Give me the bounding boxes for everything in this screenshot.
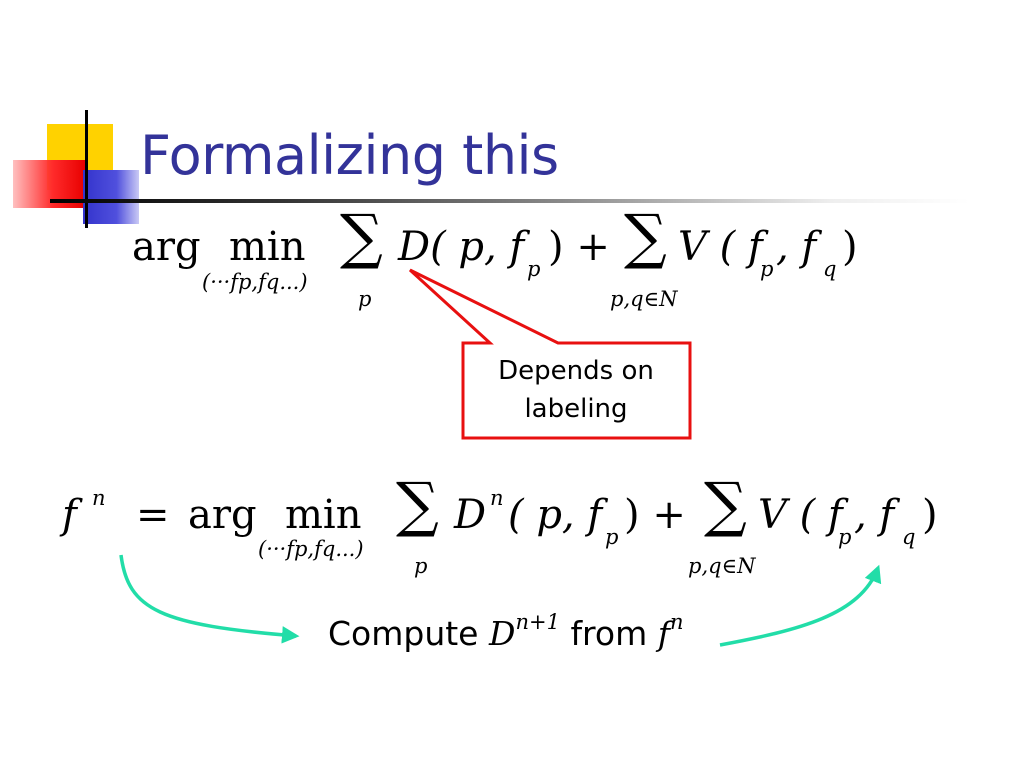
data-term-args: ( p, f [508, 492, 603, 538]
smooth-term-2-subscript-q: q [902, 525, 916, 549]
smooth-term-2-subscript-p: p [838, 525, 852, 549]
arg-text-2: arg [188, 492, 257, 538]
sum-symbol-data-2: ∑ [396, 470, 439, 540]
sum-symbol-data: ∑ [340, 202, 383, 272]
smooth-term-2: V ( f [758, 492, 843, 538]
smooth-close-2: ) [922, 492, 938, 538]
smooth-term: V ( f [678, 224, 763, 270]
min-text-2: min [285, 492, 362, 538]
left-curved-arrow [119, 554, 300, 644]
compute-word: Compute [328, 614, 479, 653]
sum-subscript-data-2: p [414, 554, 428, 578]
sum-subscript-smooth: p,q∈N [610, 287, 678, 311]
arg-text: arg [132, 224, 201, 270]
sum-subscript-smooth-2: p,q∈N [688, 554, 756, 578]
compute-f-superscript: n [669, 610, 684, 634]
data-term-args-subscript: p [605, 525, 619, 549]
equals-sign: = [136, 492, 170, 538]
sum-symbol-smooth: ∑ [624, 202, 667, 272]
sum-subscript-data: p [358, 287, 372, 311]
slide-title: Formalizing this [140, 124, 559, 187]
data-term-subscript: p [527, 257, 541, 281]
callout-label: Depends on labeling [466, 352, 686, 428]
lhs-superscript: n [92, 486, 106, 510]
compute-note: Compute Dn+1 from fn [328, 610, 683, 653]
lhs-f: f [62, 492, 77, 538]
min-subscript: (···fp,fq...) [202, 270, 308, 294]
data-term: D( p, f [398, 224, 525, 270]
smooth-term-subscript-q: q [823, 257, 837, 281]
callout-line-2: labeling [524, 394, 628, 424]
smooth-close: ) [842, 224, 858, 270]
close-plus-2: ) + [624, 492, 686, 538]
from-word: from [570, 614, 648, 653]
smooth-term-subscript-p: p [760, 257, 774, 281]
right-curved-arrow [719, 564, 882, 647]
compute-f: f [657, 614, 670, 653]
close-plus: ) + [548, 224, 610, 270]
vertical-line-decoration [85, 110, 88, 228]
compute-D-superscript: n+1 [515, 610, 560, 634]
compute-D: D [488, 614, 516, 653]
title-underline [50, 199, 970, 203]
data-term-superscript: n [490, 486, 504, 510]
callout-line-1: Depends on [498, 356, 654, 386]
data-term-2: D [454, 492, 487, 538]
smooth-term-mid: , f [776, 224, 817, 270]
sum-symbol-smooth-2: ∑ [704, 470, 747, 540]
min-text: min [229, 224, 306, 270]
blue-square-decoration [83, 170, 139, 224]
smooth-term-2-mid: , f [854, 492, 895, 538]
min-subscript-2: (···fp,fq...) [258, 537, 364, 561]
